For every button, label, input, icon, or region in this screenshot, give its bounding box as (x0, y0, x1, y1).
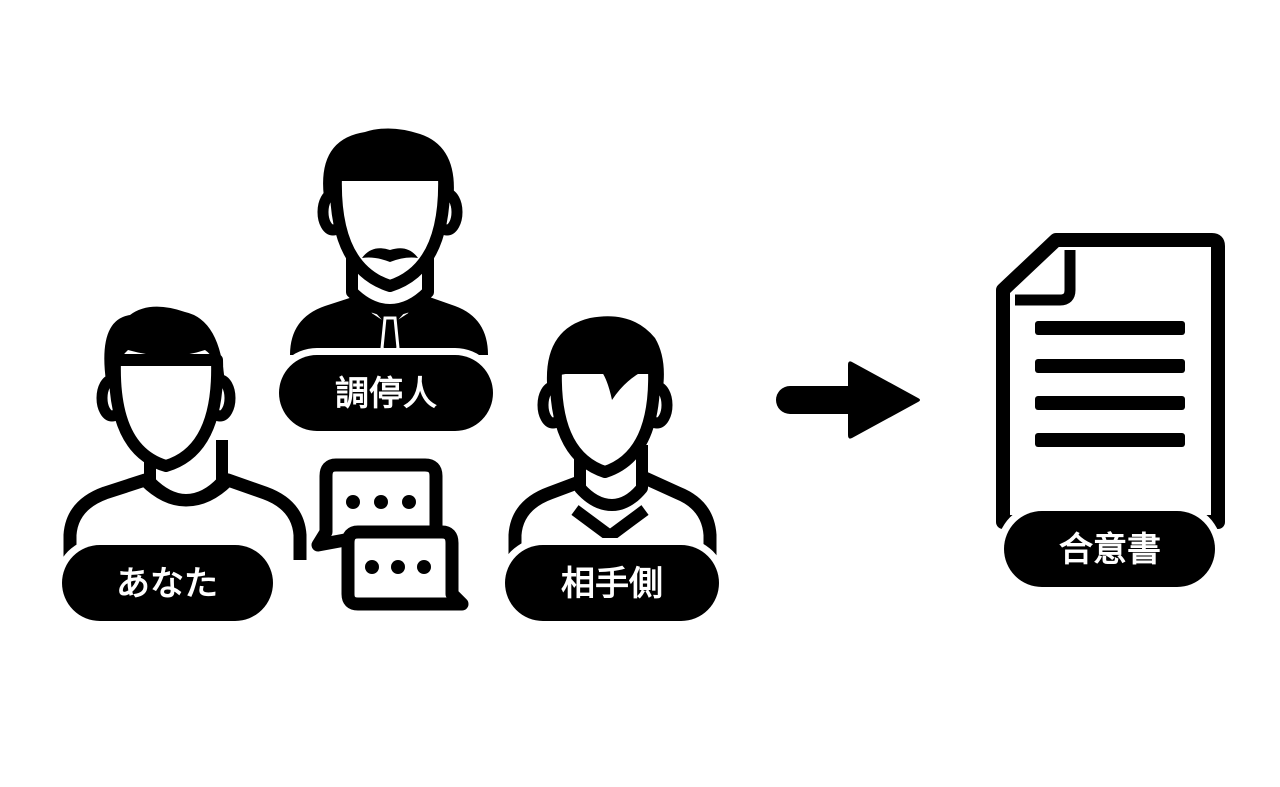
you-label-text: あなた (116, 564, 218, 604)
mediator-label-text: 調停人 (335, 374, 437, 414)
other-party-label-text: 相手側 (561, 564, 663, 604)
mediator-person-icon (290, 128, 488, 359)
document-icon (996, 233, 1225, 529)
agreement-label-text: 合意書 (1059, 530, 1161, 570)
other-party-label: 相手側 (498, 538, 726, 628)
other-party-person-icon (508, 316, 717, 560)
mediator-label: 調停人 (272, 348, 500, 438)
chat-bubbles-icon (311, 458, 469, 611)
you-label: あなた (55, 538, 280, 628)
right-arrow-icon (776, 361, 920, 439)
you-person-icon (63, 306, 307, 560)
agreement-label: 合意書 (997, 504, 1222, 594)
